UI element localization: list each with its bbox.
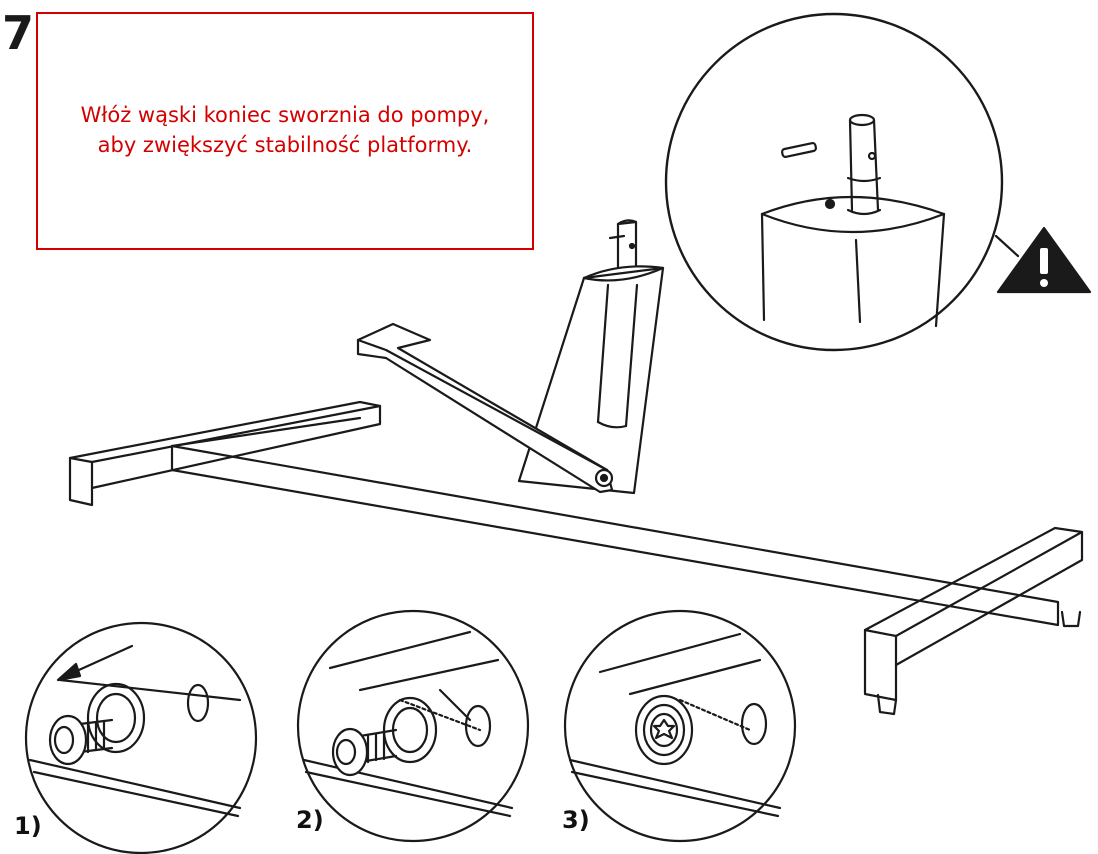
instruction-note-text: Włóż wąski koniec sworznia do pompy, aby…: [38, 100, 532, 160]
instruction-line-2: aby zwiększyć stabilność platformy.: [97, 133, 473, 157]
detail-label-2: 2): [296, 806, 324, 834]
detail-label-3: 3): [562, 806, 590, 834]
pump-pedal: [356, 322, 614, 494]
pump-cylinder: [517, 219, 665, 495]
instruction-note-box: Włóż wąski koniec sworznia do pompy, aby…: [36, 12, 534, 250]
warning-triangle-icon: [996, 226, 1092, 294]
detail-label-1: 1): [14, 812, 42, 840]
detail-circle-2: [296, 609, 530, 843]
instruction-line-1: Włóż wąski koniec sworznia do pompy,: [80, 103, 490, 127]
detail-circle-3: [563, 609, 797, 843]
pin-detail-magnifier: [664, 12, 1020, 352]
detail-circle-1: [24, 621, 258, 854]
base-frame: [68, 400, 1084, 716]
